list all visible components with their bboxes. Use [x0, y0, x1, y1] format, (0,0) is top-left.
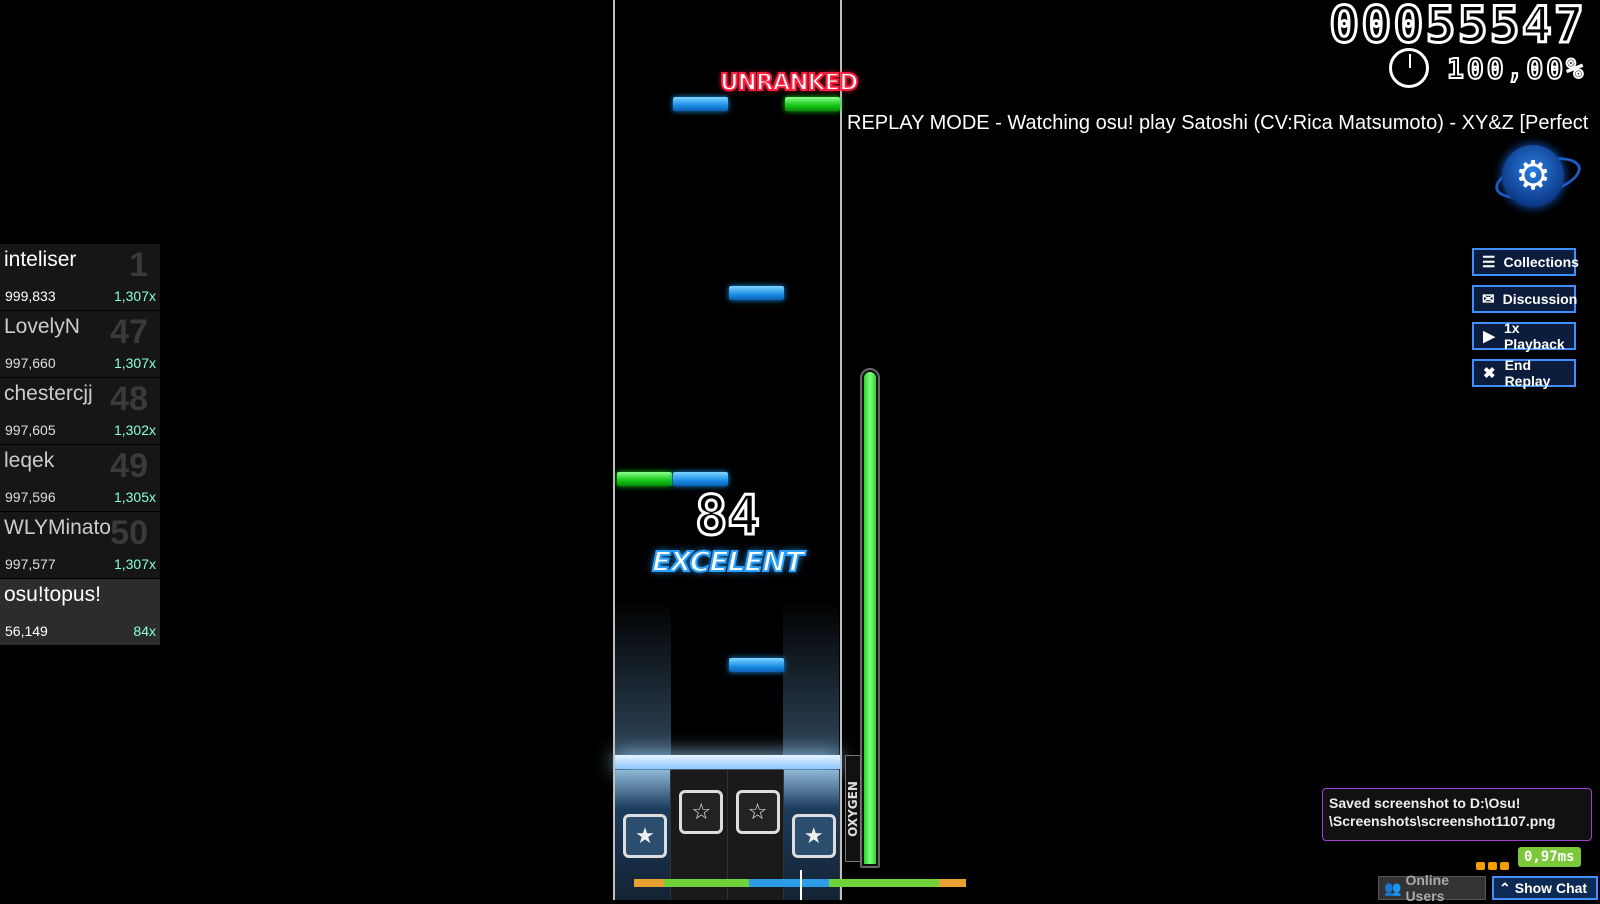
leaderboard-row: 50 WLYMinato 997,577 1,307x: [0, 512, 160, 578]
key-row: ★ ☆ ☆ ★: [615, 770, 840, 900]
leaderboard-score: 997,596: [5, 489, 56, 505]
score-counter: 00055547: [1328, 0, 1586, 56]
leaderboard-combo: 1,302x: [113, 422, 156, 438]
latency-dot: [1500, 862, 1509, 870]
replay-menu: ☰ Collections ✉ Discussion ▶ 1x Playback…: [1472, 248, 1579, 389]
leaderboard-score: 997,660: [5, 355, 56, 371]
discussion-label: Discussion: [1502, 291, 1578, 307]
accuracy-value: 100,00%: [1446, 51, 1586, 86]
star-key-icon: ★: [623, 814, 667, 858]
leaderboard: 1 inteliser 999,833 1,307x 47 LovelyN 99…: [0, 244, 160, 646]
note: [785, 97, 840, 111]
leaderboard-row-current-player: osu!topus! 56,149 84x: [0, 579, 160, 645]
unranked-label: UNRANKED: [719, 69, 859, 97]
notification-line-2: \Screenshots\screenshot1107.png: [1329, 813, 1556, 829]
screenshot-notification[interactable]: Saved screenshot to D:\Osu! \Screenshots…: [1322, 788, 1592, 841]
end-replay-button[interactable]: ✖ End Replay: [1472, 357, 1576, 389]
leaderboard-row: 48 chestercjj 997,605 1,302x: [0, 378, 160, 444]
leaderboard-row: 49 leqek 997,596 1,305x: [0, 445, 160, 511]
end-replay-label: End Replay: [1504, 357, 1551, 389]
leaderboard-rank: 49: [110, 447, 148, 485]
hit-judgement: EXCELENT: [651, 544, 805, 579]
health-bar-fill: [864, 372, 876, 864]
replay-status-text: REPLAY MODE - Watching osu! play Satoshi…: [847, 112, 1589, 134]
leaderboard-rank: 47: [110, 313, 148, 351]
leaderboard-score: 997,577: [5, 556, 56, 572]
discussion-button[interactable]: ✉ Discussion: [1472, 285, 1578, 313]
note: [729, 286, 784, 300]
note: [673, 472, 728, 486]
star-key-icon: ☆: [735, 790, 780, 834]
latency-value: 0,97ms: [1518, 847, 1581, 867]
online-users-button[interactable]: 👥 Online Users: [1378, 872, 1486, 904]
leaderboard-player: chestercjj: [4, 382, 93, 405]
latency-dot: [1476, 862, 1485, 870]
oxygen-label: OXYGEN: [846, 780, 860, 837]
show-chat-button[interactable]: ⌃ Show Chat: [1492, 876, 1598, 900]
judgement-line: [615, 755, 840, 769]
note: [617, 472, 672, 486]
chevron-up-icon: ⌃: [1499, 879, 1511, 896]
play-icon: ▶: [1483, 328, 1495, 345]
leaderboard-score: 999,833: [5, 288, 56, 304]
leaderboard-rank: 48: [110, 380, 148, 418]
leaderboard-player: inteliser: [4, 248, 77, 271]
leaderboard-combo: 1,305x: [113, 489, 156, 505]
latency-indicator: [1476, 862, 1509, 870]
leaderboard-combo: 84x: [133, 623, 156, 639]
list-icon: ☰: [1482, 254, 1496, 271]
oxygen-meter: OXYGEN: [845, 755, 861, 862]
notification-line-1: Saved screenshot to D:\Osu!: [1329, 795, 1521, 811]
playback-button[interactable]: ▶ 1x Playback: [1472, 320, 1576, 352]
combo-counter: 84: [693, 483, 761, 549]
song-progress-bar: [634, 879, 966, 887]
leaderboard-row: 47 LovelyN 997,660 1,307x: [0, 311, 160, 377]
latency-dot: [1488, 862, 1497, 870]
collections-label: Collections: [1503, 254, 1579, 270]
health-bar: [860, 368, 880, 868]
leaderboard-score: 56,149: [5, 623, 48, 639]
accuracy-display: 100,00%: [1388, 48, 1586, 88]
leaderboard-player: WLYMinato: [4, 516, 111, 539]
leaderboard-score: 997,605: [5, 422, 56, 438]
note: [673, 97, 728, 111]
playback-label: 1x Playback: [1503, 320, 1565, 352]
key-lane-4: ★: [783, 770, 840, 900]
leaderboard-combo: 1,307x: [113, 355, 156, 371]
note: [729, 658, 784, 672]
users-icon: 👥: [1384, 879, 1402, 896]
key-lane-2: ☆: [671, 770, 728, 900]
song-progress-cursor: [800, 870, 802, 900]
online-users-label: Online Users: [1405, 872, 1449, 904]
gear-icon[interactable]: ⚙: [1502, 145, 1564, 207]
leaderboard-player: LovelyN: [4, 315, 80, 338]
leaderboard-rank: 50: [110, 514, 148, 552]
leaderboard-row: 1 inteliser 999,833 1,307x: [0, 244, 160, 310]
collections-button[interactable]: ☰ Collections: [1472, 248, 1579, 276]
leaderboard-combo: 1,307x: [113, 556, 156, 572]
chat-bubble-icon: ✉: [1482, 291, 1495, 308]
show-chat-label: Show Chat: [1514, 880, 1588, 896]
key-lane-1: ★: [615, 770, 672, 900]
leaderboard-rank: 1: [129, 246, 148, 284]
close-icon: ✖: [1482, 365, 1496, 382]
leaderboard-combo: 1,307x: [113, 288, 156, 304]
key-lane-3: ☆: [727, 770, 784, 900]
star-key-icon: ★: [791, 814, 836, 858]
accuracy-pie-icon: [1388, 48, 1429, 88]
leaderboard-player: leqek: [4, 449, 55, 472]
star-key-icon: ☆: [679, 790, 724, 834]
leaderboard-player: osu!topus!: [4, 583, 101, 606]
mania-playfield: ★ ☆ ☆ ★: [613, 0, 842, 900]
